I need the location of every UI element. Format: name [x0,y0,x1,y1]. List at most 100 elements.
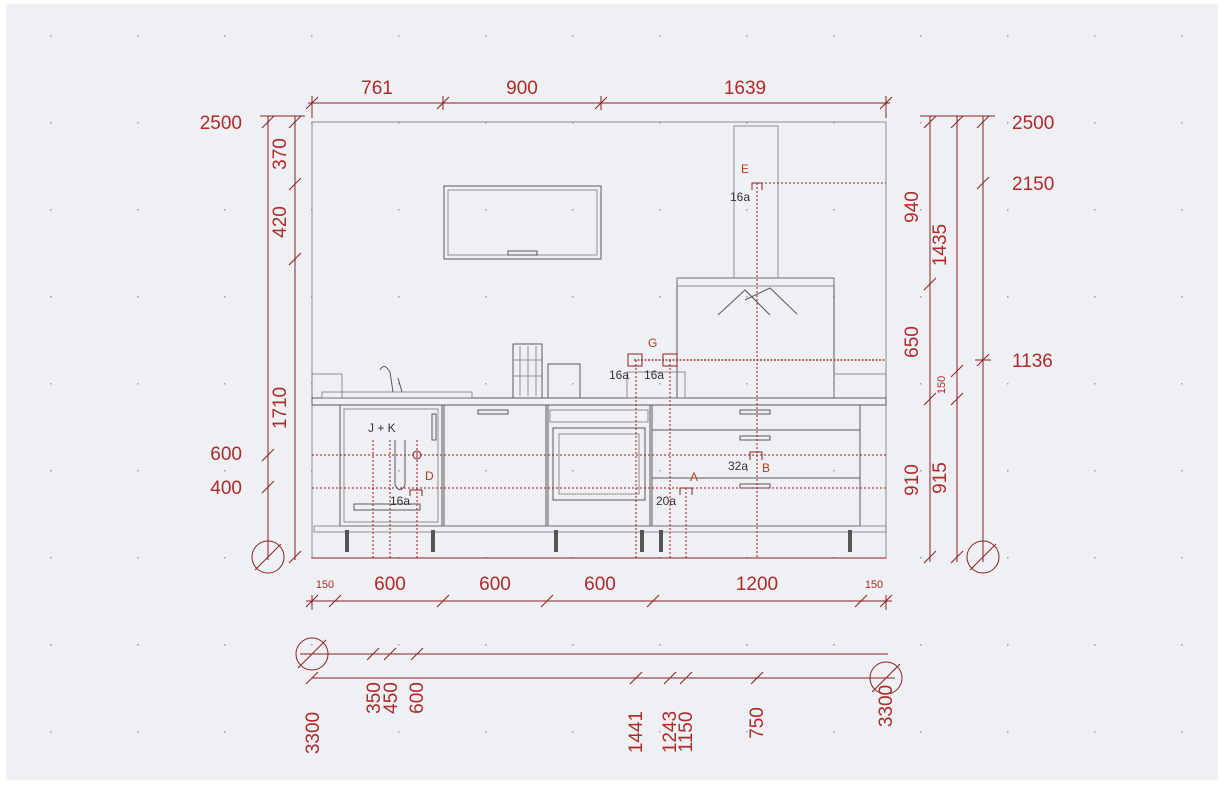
hood-top [676,277,835,287]
hood-mark-right [744,287,798,315]
dim-left-1710: 1710 [270,387,291,429]
dim-right-2500: 2500 [1012,113,1054,134]
grid-dot [659,209,661,211]
grid-dot [659,644,661,646]
grid-dot [485,296,487,298]
grid-dot [1094,383,1096,385]
grid-dot [1094,470,1096,472]
dim-right-910: 910 [902,464,923,496]
grid-dot [572,644,574,646]
grid-dot [1181,35,1183,37]
grid-dot [137,470,139,472]
grid-dot [659,35,661,37]
grid-dot [1007,209,1009,211]
grid-dot [833,209,835,211]
grid-dot [398,209,400,211]
grid-dot [920,35,922,37]
grid-dot [1007,383,1009,385]
grid-dot [572,731,574,733]
grid-dot [224,470,226,472]
grid-dot [398,470,400,472]
grid-dot [659,731,661,733]
grid-dot [485,122,487,124]
kitchen-elevation [311,121,887,559]
wall-cabinet [443,185,602,260]
oven-window [558,433,640,495]
dim-base-350: 350 [364,682,385,714]
fixture-symbols [353,182,763,511]
oven-door [552,427,646,501]
grid-dot [137,557,139,559]
dim-bottom-600-a: 600 [374,574,406,595]
grid-dot [485,470,487,472]
grid-dot [659,296,661,298]
grid-dot [398,383,400,385]
dim-bottom-150-left: 150 [316,579,334,591]
fixture-rating-d: 16a [390,494,410,508]
service-lines [312,182,886,559]
grid-dot [398,296,400,298]
grid-dot [1094,644,1096,646]
grid-dot [1094,296,1096,298]
fixture-rating-g2: 16a [644,368,664,382]
grid-dot [1007,296,1009,298]
point-label-a: A [690,470,698,484]
grid-dot [224,644,226,646]
grid-dot [311,644,313,646]
grid-dot [572,122,574,124]
grid-dot [746,122,748,124]
grid-dot [1094,122,1096,124]
grid-dot [485,35,487,37]
grid-dot [920,731,922,733]
grid-dot [50,296,52,298]
grid-dot [659,383,661,385]
sink-rim [321,391,473,399]
top-dimension-line [305,96,893,118]
grid-dot [572,296,574,298]
dim-right-1136: 1136 [1012,351,1053,372]
grid-dot [833,470,835,472]
dim-base-3300-left: 3300 [303,712,324,754]
grid-dot [1094,209,1096,211]
oven-controls [549,409,649,423]
fixture-rating-a: 20a [656,494,676,508]
grid-dot [659,122,661,124]
grid-dot [1181,470,1183,472]
dim-right-940: 940 [902,191,923,223]
dim-left-400: 400 [210,478,242,499]
grid-dot [224,35,226,37]
grid-dot [1181,296,1183,298]
grid-dot [1007,557,1009,559]
grid-dot [572,470,574,472]
bottom-dimension-line [305,594,893,610]
dim-left-370: 370 [270,138,291,170]
grid-dot [1094,35,1096,37]
dim-left-420: 420 [270,206,291,238]
right-dimension-lines [920,115,1000,574]
dim-base-600: 600 [407,682,428,714]
grid-dot [224,731,226,733]
grid-dot [50,383,52,385]
grid-dot [1181,731,1183,733]
grid-dot [398,644,400,646]
hood-mark-left [717,289,771,316]
grid-dot [920,209,922,211]
baseline-dimension-lines [295,637,903,695]
grid-dot [572,383,574,385]
plinth [313,525,887,533]
dim-left-600: 600 [210,444,242,465]
grid-dot [833,731,835,733]
grid-dot [1181,209,1183,211]
dim-right-150: 150 [936,376,948,394]
grid-dot [1007,122,1009,124]
grid-dot [920,296,922,298]
dim-base-1150: 1150 [676,712,697,753]
grid-dot [746,35,748,37]
drawing-canvas [6,4,1218,780]
grid-dot [50,731,52,733]
grid-dot [137,731,139,733]
grid-dot [746,644,748,646]
drawer-handle [739,409,771,415]
grid-dot [1007,470,1009,472]
